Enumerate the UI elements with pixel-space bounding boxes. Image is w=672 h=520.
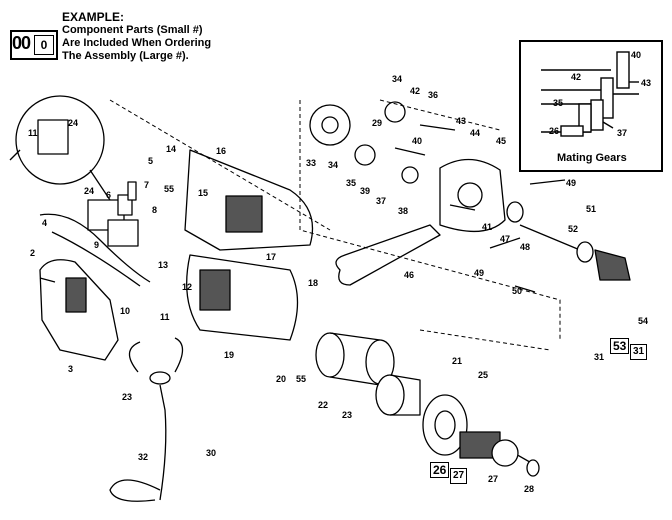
- part-label-36: 36: [428, 90, 439, 100]
- example-line-2: Are Included When Ordering: [62, 37, 212, 49]
- part-label-19: 19: [224, 350, 235, 360]
- part-label-49: 49: [474, 268, 485, 278]
- part-label-24-inset: 24: [68, 118, 79, 128]
- part-label-16: 16: [216, 146, 227, 156]
- inset-label-40: 40: [631, 50, 642, 60]
- part-label-21: 21: [452, 356, 463, 366]
- part-label-55: 55: [164, 184, 175, 194]
- part-label-35: 35: [346, 178, 357, 188]
- part-label-12: 12: [182, 282, 193, 292]
- switch-detail-part: [37, 119, 69, 155]
- part-label-55-lower: 55: [296, 374, 307, 384]
- mating-gears-inset: 40 42 43 35 37 26 Mating Gears: [519, 40, 663, 172]
- part-label-2: 2: [30, 248, 36, 258]
- component-number: 0: [34, 35, 54, 55]
- part-label-32: 32: [138, 452, 149, 462]
- part-label-9: 9: [94, 240, 100, 250]
- side-handle: [335, 224, 441, 286]
- example-title: EXAMPLE:: [62, 10, 125, 24]
- part-label-10: 10: [120, 306, 131, 316]
- assembly-box-27: 27: [450, 468, 468, 484]
- part-label-11-inset: 11: [28, 128, 38, 138]
- part-label-47: 47: [500, 234, 511, 244]
- switch-detail-circle: [15, 95, 105, 185]
- gear-plate: [309, 104, 351, 146]
- example-line-3: The Assembly (Large #).: [62, 50, 189, 62]
- assembly-box-53: 53: [610, 338, 630, 354]
- mating-gears-caption: Mating Gears: [557, 152, 627, 164]
- part-label-8: 8: [152, 205, 158, 215]
- part-label-38: 38: [398, 206, 409, 216]
- part-label-54: 54: [638, 316, 649, 326]
- part-label-15: 15: [198, 188, 209, 198]
- part-label-34: 34: [328, 160, 339, 170]
- part-label-5: 5: [148, 156, 154, 166]
- assembly-number-box: [10, 30, 58, 60]
- part-label-11: 11: [160, 312, 170, 322]
- assembly-number: 00: [12, 33, 31, 53]
- part-label-33: 33: [306, 158, 317, 168]
- part-label-20: 20: [276, 374, 287, 384]
- part-label-3: 3: [68, 364, 74, 374]
- example-legend: 00 0 EXAMPLE: Component Parts (Small #) …: [8, 6, 228, 66]
- part-label-28: 28: [524, 484, 535, 494]
- part-label-43: 43: [456, 116, 467, 126]
- part-label-6: 6: [106, 190, 112, 200]
- part-label-40: 40: [412, 136, 423, 146]
- mating-gears-drawing: [541, 51, 639, 137]
- part-label-39: 39: [360, 186, 371, 196]
- part-label-45: 45: [496, 136, 507, 146]
- inset-label-43: 43: [641, 78, 652, 88]
- part-label-31: 31: [594, 352, 605, 362]
- part-label-25: 25: [478, 370, 489, 380]
- part-label-22: 22: [318, 400, 329, 410]
- assembly-box-26: 26: [430, 462, 450, 478]
- part-label-18: 18: [308, 278, 319, 288]
- part-label-48: 48: [520, 242, 531, 252]
- part-label-50: 50: [512, 286, 523, 296]
- inset-label-42: 42: [571, 72, 582, 82]
- part-label-13: 13: [158, 260, 169, 270]
- inset-label-26: 26: [549, 126, 560, 136]
- part-label-27: 27: [488, 474, 499, 484]
- part-label-7: 7: [144, 180, 150, 190]
- part-label-49-top: 49: [566, 178, 577, 188]
- part-label-37: 37: [376, 196, 387, 206]
- part-label-29: 29: [372, 118, 383, 128]
- handle-grip: [65, 277, 87, 313]
- inset-label-37: 37: [617, 128, 628, 138]
- part-label-23: 23: [342, 410, 353, 420]
- part-label-34-top: 34: [392, 74, 403, 84]
- part-label-51: 51: [586, 204, 597, 214]
- part-label-41: 41: [482, 222, 493, 232]
- example-line-1: Component Parts (Small #): [62, 24, 203, 36]
- assembly-box-31: 31: [630, 344, 648, 360]
- chuck: [594, 249, 631, 281]
- part-label-17: 17: [266, 252, 277, 262]
- part-label-23-cord: 23: [122, 392, 133, 402]
- part-label-4: 4: [42, 218, 48, 228]
- part-label-52: 52: [568, 224, 579, 234]
- part-label-42: 42: [410, 86, 421, 96]
- part-label-14: 14: [166, 144, 177, 154]
- part-label-44: 44: [470, 128, 481, 138]
- inset-label-35: 35: [553, 98, 564, 108]
- part-label-24: 24: [84, 186, 95, 196]
- part-label-46: 46: [404, 270, 415, 280]
- part-label-30: 30: [206, 448, 217, 458]
